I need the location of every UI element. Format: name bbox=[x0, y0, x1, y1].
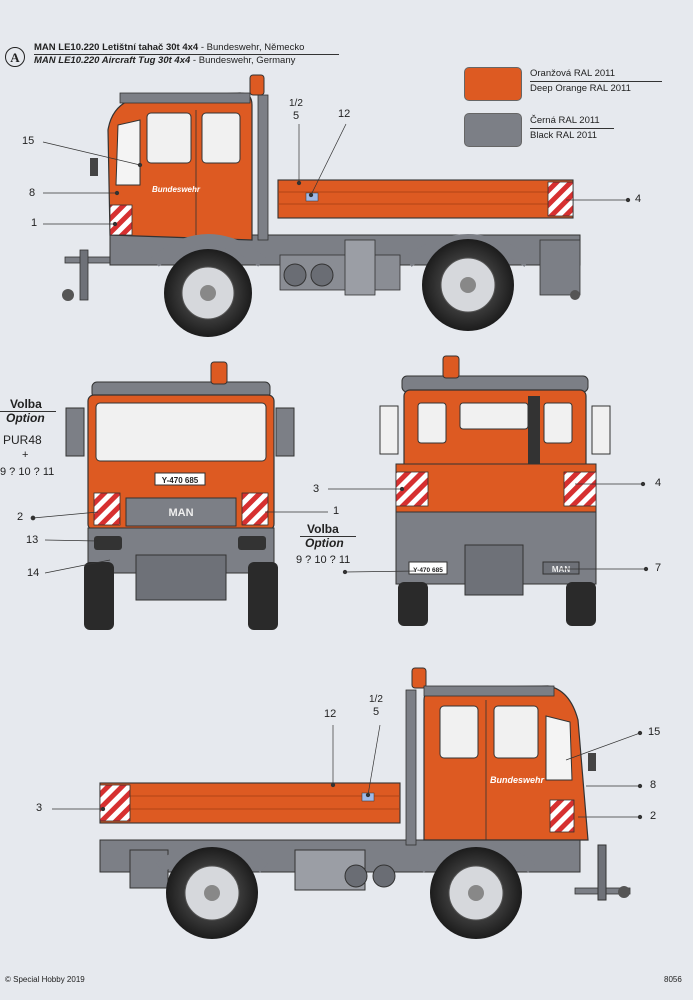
leaders-front bbox=[30, 511, 328, 574]
unit-logo-bottom: Bundeswehr bbox=[490, 775, 545, 785]
front-option-title: Volba bbox=[10, 397, 42, 411]
title-czech: MAN LE10.220 Letištní tahač 30t 4x4 - Bu… bbox=[34, 42, 305, 53]
callout-7-rear: 7 bbox=[655, 562, 662, 574]
callout-5-top: 5 bbox=[293, 110, 300, 122]
leaders-top bbox=[42, 123, 631, 227]
legend-grey-rule bbox=[530, 128, 614, 129]
swatch-orange bbox=[464, 67, 522, 101]
callout-1-2-top: 1/2 bbox=[289, 98, 303, 109]
copyright: © Special Hobby 2019 bbox=[5, 975, 85, 984]
front-option-line2: + bbox=[22, 449, 29, 461]
title-english: MAN LE10.220 Aircraft Tug 30t 4x4 - Bund… bbox=[34, 55, 296, 66]
callout-4-rear: 4 bbox=[655, 477, 662, 489]
callout-2-front: 2 bbox=[17, 511, 24, 523]
leaders-bottom bbox=[52, 724, 643, 820]
unit-logo-top: Bundeswehr bbox=[152, 185, 201, 194]
product-code: 8056 bbox=[664, 975, 682, 984]
callout-3-bottom: 3 bbox=[36, 802, 43, 814]
rear-option-rule bbox=[300, 536, 356, 537]
rear-brand: MAN bbox=[552, 565, 570, 574]
callout-1-2-bottom: 1/2 bbox=[369, 694, 383, 705]
callout-8-top: 8 bbox=[29, 187, 36, 199]
callout-1-front: 1 bbox=[333, 505, 340, 517]
callout-5-bottom: 5 bbox=[373, 706, 380, 718]
leaders-rear bbox=[328, 481, 649, 575]
rear-option-title: Volba bbox=[307, 522, 339, 536]
front-plate: Y-470 685 bbox=[162, 476, 199, 485]
title-divider bbox=[34, 54, 339, 55]
front-view bbox=[65, 361, 295, 630]
callout-15-bottom: 15 bbox=[648, 726, 661, 738]
callout-1-top: 1 bbox=[31, 217, 38, 229]
rear-plate: Y-470 685 bbox=[413, 567, 443, 574]
side-view-left bbox=[62, 74, 581, 337]
legend-orange-en: Deep Orange RAL 2011 bbox=[530, 83, 631, 94]
swatch-grey bbox=[464, 113, 522, 147]
callout-2-bottom: 2 bbox=[650, 810, 657, 822]
callout-4-top: 4 bbox=[635, 193, 642, 205]
callout-15-top: 15 bbox=[22, 135, 35, 147]
side-view-right bbox=[99, 667, 631, 939]
rear-view bbox=[379, 355, 611, 626]
legend-orange-cz: Oranžová RAL 2011 bbox=[530, 68, 616, 79]
legend-orange-rule bbox=[530, 81, 662, 82]
front-brand: MAN bbox=[168, 507, 193, 519]
callout-3-rear: 3 bbox=[313, 483, 320, 495]
front-option-subtitle: Option bbox=[6, 411, 45, 425]
callout-14-front: 14 bbox=[27, 567, 40, 579]
front-option-rule bbox=[0, 411, 56, 412]
callout-8-bottom: 8 bbox=[650, 779, 657, 791]
callout-13-front: 13 bbox=[26, 534, 39, 546]
legend-grey-cz: Černá RAL 2011 bbox=[530, 115, 600, 126]
rear-option-subtitle: Option bbox=[305, 536, 344, 550]
callout-12-top: 12 bbox=[338, 108, 351, 120]
rear-option-line1: 9 ? 10 ? 11 bbox=[296, 554, 351, 566]
front-option-line3: 9 ? 10 ? 11 bbox=[0, 466, 55, 478]
callout-12-bottom: 12 bbox=[324, 708, 337, 720]
legend-grey-en: Black RAL 2011 bbox=[530, 130, 598, 141]
profile-marker: A bbox=[5, 47, 25, 67]
front-option-line1: PUR48 bbox=[3, 433, 42, 447]
